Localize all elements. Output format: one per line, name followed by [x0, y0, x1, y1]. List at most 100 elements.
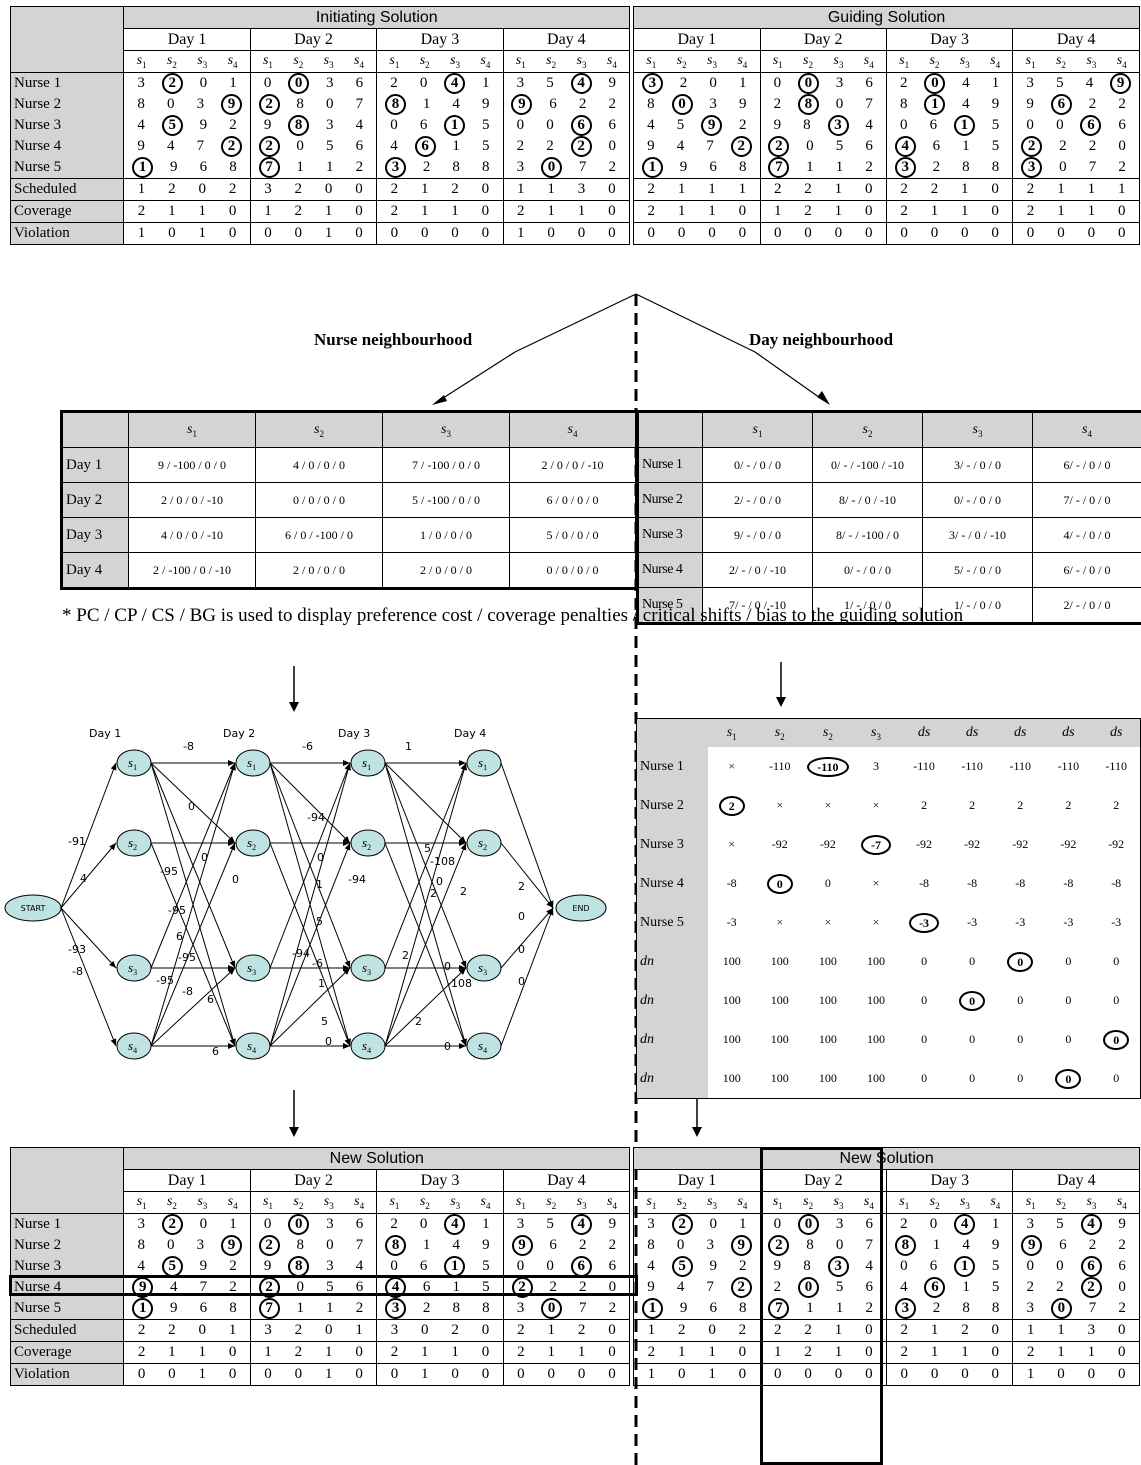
- cell-value: 5: [991, 1279, 1000, 1295]
- shift-label: s1: [389, 53, 400, 70]
- shift-label: s4: [1116, 53, 1127, 70]
- cell-value: 0: [991, 1344, 1000, 1360]
- cell-value: 3: [137, 75, 145, 91]
- edge-label: -6: [312, 957, 323, 970]
- cell-value: 9: [647, 138, 655, 154]
- circled-value: 2: [1080, 1277, 1102, 1298]
- matrix-cell: ×: [776, 798, 784, 812]
- row-label: dn: [636, 1020, 708, 1059]
- shift-label: s2: [676, 53, 687, 70]
- graph-node: [350, 829, 386, 857]
- cell-value: 1: [517, 181, 525, 197]
- cell-value: 2: [899, 75, 908, 91]
- cell-value: 9: [738, 96, 747, 112]
- cell-value: 0: [806, 138, 814, 154]
- cell-value: 3: [516, 159, 525, 175]
- matrix-cell: 100: [722, 1032, 741, 1046]
- cell-value: 2: [1118, 96, 1126, 112]
- edge-label: 5: [321, 1015, 328, 1028]
- cell-value: 0: [1026, 1258, 1035, 1274]
- cell-value: 4: [137, 1258, 145, 1274]
- cell-value: 0: [546, 117, 554, 133]
- cell-value: 0: [228, 1344, 237, 1360]
- cost-cell: 1/ - / 0 / 0: [922, 587, 1033, 624]
- edge-label: 0: [325, 1035, 332, 1048]
- cell-value: 1: [451, 1344, 459, 1360]
- cell-value: 0: [390, 1258, 398, 1274]
- cell-value: 9: [482, 1237, 490, 1253]
- selected-value: -3: [909, 912, 940, 933]
- matrix-cell: 100: [770, 993, 789, 1007]
- cell-value: 1: [229, 75, 237, 91]
- circled-value: 6: [1080, 1256, 1102, 1277]
- selected-value: 2: [718, 795, 745, 816]
- matrix-cell: -92: [1012, 837, 1029, 851]
- shift-label: s3: [576, 1194, 587, 1211]
- cell-value: 5: [991, 138, 1000, 154]
- cost-cell: 2 / 0 / 0 / -10: [128, 482, 256, 518]
- cost-cell: 2/ - / 0 / -10: [702, 552, 813, 588]
- start-label: START: [21, 904, 46, 913]
- cell-value: 8: [739, 1300, 747, 1316]
- circled-value: 4: [570, 1214, 592, 1235]
- matrix-cell: -110: [804, 747, 852, 786]
- cell-value: 1: [451, 203, 459, 219]
- cell-value: 0: [355, 181, 363, 197]
- cost-cell: 7/ - / 0 / 0: [1032, 482, 1141, 518]
- circled-value: 0: [1050, 1298, 1072, 1319]
- cell-value: 1: [1087, 181, 1096, 197]
- shift-label: s1: [899, 1194, 910, 1211]
- circled-value: 0: [797, 73, 819, 94]
- cell-value: 1: [547, 203, 555, 219]
- cell-value: 2: [168, 181, 176, 197]
- node-label: s4: [362, 1038, 371, 1055]
- cell-value: 2: [1026, 181, 1035, 197]
- cell-value: 7: [578, 1300, 587, 1316]
- cell-value: 0: [738, 225, 747, 241]
- cost-cell: 7/ - / 0 / -10: [702, 587, 813, 624]
- matrix-cell: -3: [967, 915, 978, 929]
- circled-value: 1: [953, 115, 975, 136]
- cell-value: 8: [647, 96, 655, 112]
- cell-value: 1: [647, 1366, 656, 1382]
- edge-label: 0: [201, 851, 208, 864]
- graph-node: [235, 1032, 271, 1060]
- graph-edge: [269, 842, 351, 1047]
- shift-label: s1: [1025, 53, 1036, 70]
- cell-value: 1: [198, 203, 206, 219]
- circled-value: 8: [288, 1256, 310, 1277]
- cell-value: 0: [577, 225, 586, 241]
- circled-value: 2: [671, 1214, 693, 1235]
- shift-label: s3: [707, 1194, 718, 1211]
- circled-value: 2: [768, 1235, 790, 1256]
- graph-node: [235, 954, 271, 982]
- day-header: Day 3: [885, 28, 1014, 51]
- graph-node: [466, 1032, 502, 1060]
- cell-value: 0: [929, 1216, 938, 1232]
- circled-value: 7: [258, 157, 280, 178]
- edge-label: 0: [444, 1040, 451, 1053]
- cell-value: 9: [482, 96, 490, 112]
- cell-value: 2: [517, 1344, 525, 1360]
- column-header: s2: [812, 411, 923, 448]
- row-label: Day 2: [61, 482, 129, 518]
- cell-value: 2: [739, 1258, 747, 1274]
- matrix-cell: -3: [1111, 915, 1122, 929]
- cell-value: 9: [773, 117, 782, 133]
- cell-value: 2: [1118, 159, 1126, 175]
- cost-cell: 6 / 0 / 0 / 0: [509, 482, 637, 518]
- cell-value: 3: [326, 117, 334, 133]
- table-title: Initiating Solution: [123, 6, 631, 29]
- shift-label: s2: [929, 53, 940, 70]
- cell-value: 0: [1087, 1366, 1096, 1382]
- shift-label: s3: [323, 53, 334, 70]
- row-label: Day 4: [61, 552, 129, 589]
- cell-value: 2: [517, 1322, 525, 1338]
- graph-edge: [60, 907, 117, 969]
- cell-value: 0: [199, 75, 208, 91]
- cost-cell: 2 / 0 / 0 / 0: [382, 552, 510, 589]
- cell-value: 1: [738, 75, 747, 91]
- table-title: New Solution: [123, 1147, 631, 1170]
- matrix-cell: -8: [1063, 876, 1074, 890]
- cell-value: 1: [355, 1322, 363, 1338]
